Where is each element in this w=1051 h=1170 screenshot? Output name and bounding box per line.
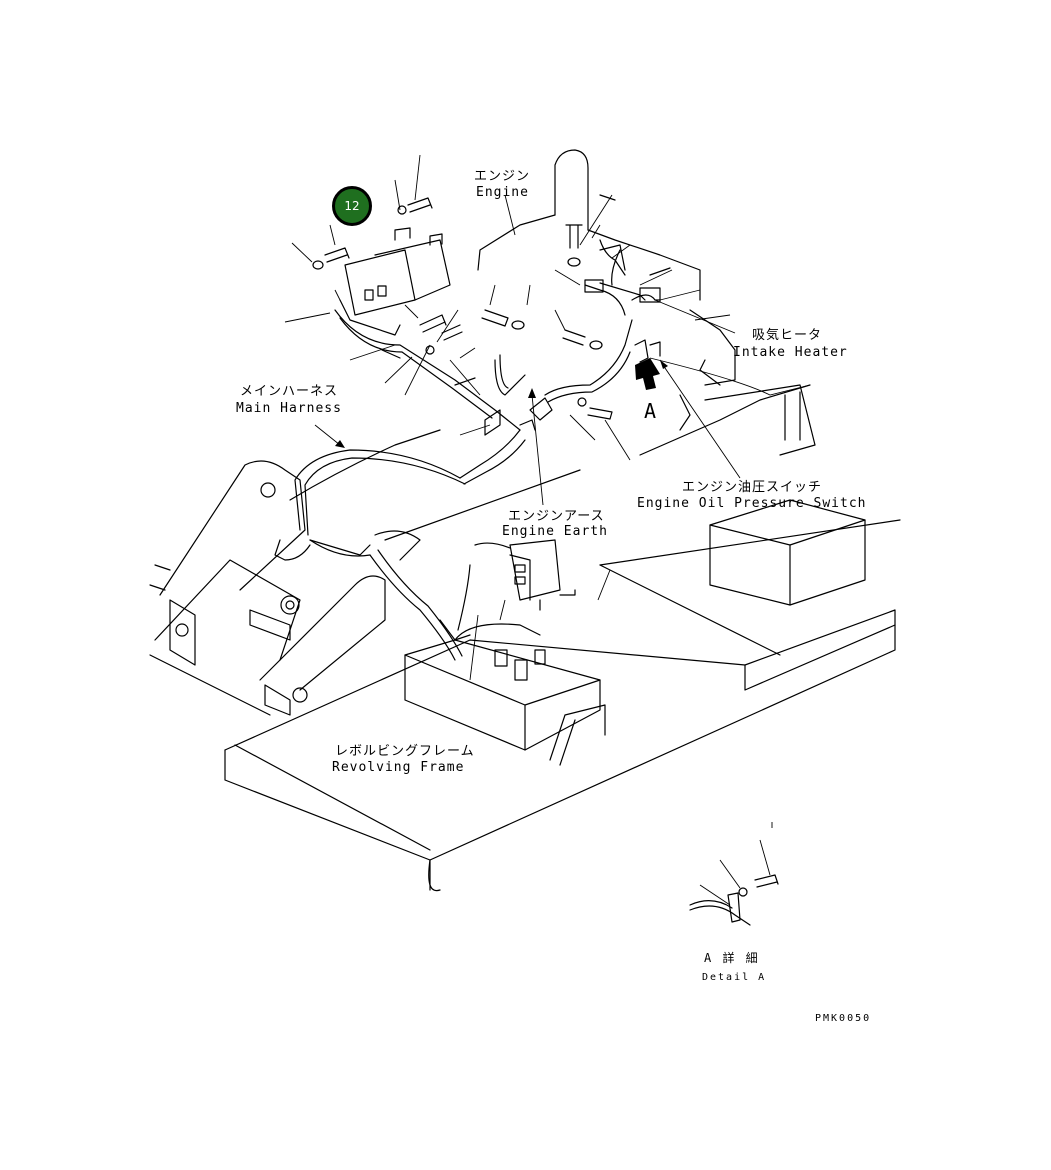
leader-lines (284, 154, 811, 681)
main-harness-label-jp: メインハーネス (240, 384, 338, 399)
detail-a-inset (689, 822, 779, 926)
starter-bracket (339, 227, 451, 336)
view-letter-label: A (644, 399, 657, 423)
main-harness-wires (274, 279, 661, 661)
controller-box (404, 539, 606, 766)
engine-label-en: Engine (476, 185, 529, 200)
drawing-code: PMK0050 (815, 1013, 871, 1024)
revolving-frame (224, 519, 901, 892)
oil-pressure-switch-bracket (634, 339, 661, 363)
detail-a-label-en: Detail A (702, 972, 766, 983)
oil-pressure-switch-label-en: Engine Oil Pressure Switch (637, 496, 867, 511)
bolts (312, 197, 613, 420)
main-harness-label-en: Main Harness (236, 401, 342, 416)
revolving-frame-label-en: Revolving Frame (332, 760, 464, 775)
callout-badge-12[interactable]: 12 (332, 186, 372, 226)
battery-box (639, 384, 866, 606)
view-arrow-a[interactable] (635, 358, 660, 390)
engine-outline (477, 149, 736, 431)
callout-number: 12 (344, 199, 360, 213)
engine-earth-label-jp: エンジンアース (508, 509, 605, 524)
detail-a-label-jp: A 詳 細 (704, 950, 760, 965)
intake-heater-label-jp: 吸気ヒータ (752, 327, 822, 343)
boom-bracket (149, 429, 581, 716)
revolving-frame-label-jp: レボルビングフレーム (335, 744, 475, 759)
engine-label-jp: エンジン (474, 169, 530, 184)
oil-pressure-switch-label-jp: エンジン油圧スイッチ (682, 480, 822, 495)
engine-earth-label-en: Engine Earth (502, 524, 608, 539)
intake-heater-label-en: Intake Heater (733, 345, 848, 360)
